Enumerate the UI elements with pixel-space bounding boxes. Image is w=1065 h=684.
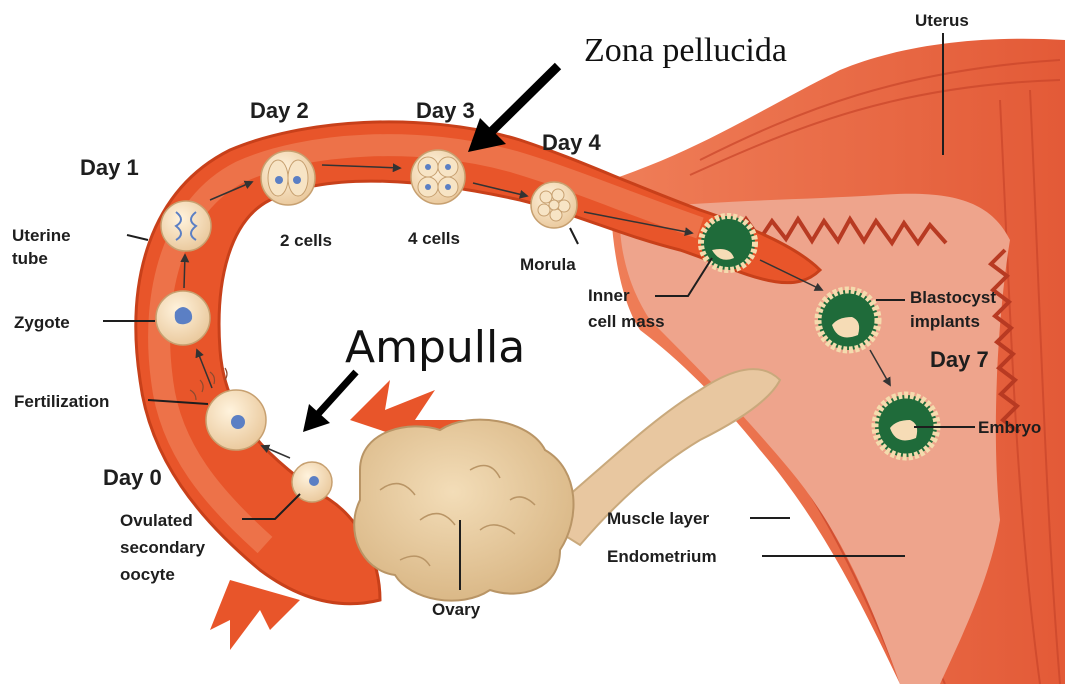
four-cell-embryo: [411, 150, 465, 204]
label-day0: Day 0: [103, 465, 162, 490]
uterine-tube-leader: [127, 235, 148, 240]
label-embryo: Embryo: [978, 418, 1041, 437]
label-day1: Day 1: [80, 155, 139, 180]
label-fertilization: Fertilization: [14, 392, 109, 411]
label-uterine-tube-2: tube: [12, 249, 48, 268]
label-blastocyst-1: Blastocyst: [910, 288, 996, 307]
ovary: [354, 420, 573, 601]
label-endometrium: Endometrium: [607, 547, 717, 566]
ampulla-arrow: [303, 372, 356, 432]
day1-cell: [161, 201, 211, 251]
label-ovary: Ovary: [432, 600, 481, 619]
label-ovulated-3: oocyte: [120, 565, 175, 584]
label-muscle-layer: Muscle layer: [607, 509, 709, 528]
label-day4: Day 4: [542, 130, 601, 155]
uterus: [610, 39, 1065, 684]
label-uterine-tube-1: Uterine: [12, 226, 71, 245]
label-zygote: Zygote: [14, 313, 70, 332]
label-ovulated-1: Ovulated: [120, 511, 193, 530]
label-inner-cell-mass-2: cell mass: [588, 312, 665, 331]
zygote-cell: [156, 291, 210, 345]
label-two-cells: 2 cells: [280, 231, 332, 250]
label-ovulated-2: secondary: [120, 538, 206, 557]
implanting-blastocyst: [818, 290, 878, 350]
label-uterus: Uterus: [915, 11, 969, 30]
label-day3: Day 3: [416, 98, 475, 123]
morula-cell: [531, 182, 577, 228]
morula-leader: [570, 228, 578, 244]
label-day7: Day 7: [930, 347, 989, 372]
label-day2: Day 2: [250, 98, 309, 123]
label-zona-pellucida: Zona pellucida: [584, 32, 787, 69]
label-inner-cell-mass-1: Inner: [588, 286, 630, 305]
two-cell-embryo: [261, 151, 315, 205]
label-morula: Morula: [520, 255, 576, 274]
label-ampulla: Ampulla: [345, 322, 525, 373]
label-blastocyst-2: implants: [910, 312, 980, 331]
label-four-cells: 4 cells: [408, 229, 460, 248]
